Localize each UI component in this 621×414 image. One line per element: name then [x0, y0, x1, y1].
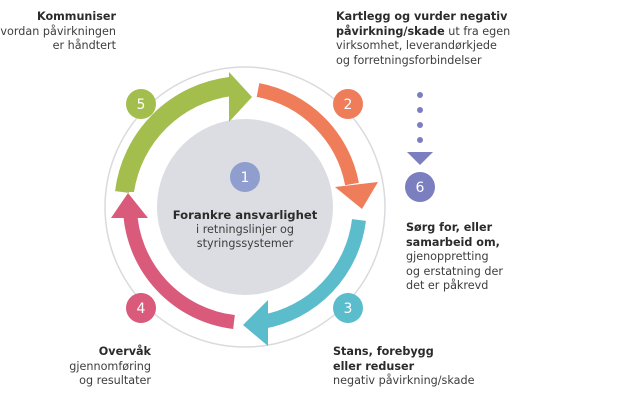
connector-dot	[417, 107, 423, 113]
step-3-title: Stans, forebygg	[333, 345, 434, 358]
step-3-label: Stans, forebygg eller reduser negativ på…	[333, 345, 474, 389]
step-5-title: Kommuniser	[36, 10, 116, 23]
arrow-step-5	[115, 72, 252, 193]
arrow-step-2	[256, 83, 378, 209]
step-3-title: eller reduser	[333, 359, 415, 373]
badge-number-6: 6	[416, 180, 425, 196]
arrow-step-3	[243, 219, 366, 346]
center-disc	[157, 119, 333, 295]
arrow-step-4	[111, 193, 235, 329]
step-4-text: og resultater	[79, 374, 151, 387]
step-2-text: virksomhet, leverandørkjede	[336, 39, 497, 52]
step-4-label: Overvåk gjennomføring og resultater	[69, 345, 151, 389]
step-4-title: Overvåk	[98, 345, 151, 358]
dotted-connector	[407, 92, 433, 165]
step-4-text: gjennomføring	[69, 359, 151, 373]
badge-number-4: 4	[137, 301, 146, 317]
badge-number-5: 5	[137, 97, 146, 113]
outer-ring	[104, 66, 386, 348]
step-5-text: hvordan påvirkningen	[0, 24, 116, 38]
step-6-text: gjenoppretting	[406, 250, 489, 263]
badge-number-3: 3	[344, 301, 353, 317]
connector-dot	[417, 92, 423, 98]
step-2-title: Kartlegg og vurder negativ	[336, 10, 508, 23]
badge-step-4: 4	[126, 293, 156, 323]
connector-arrowhead	[407, 152, 433, 165]
badge-number-2: 2	[344, 97, 353, 113]
badge-step-2: 2	[333, 89, 363, 119]
badge-step-3: 3	[333, 293, 363, 323]
center-line: styringssystemer	[196, 237, 294, 250]
step-6-label: Sørg for, eller samarbeid om, gjenoppret…	[406, 221, 503, 294]
badge-step-6: 6	[405, 172, 435, 202]
step-6-text: og erstatning der	[406, 264, 503, 278]
step-6-text: det er påkrevd	[406, 279, 489, 292]
connector-dot	[417, 137, 423, 143]
step-2-label: Kartlegg og vurder negativ påvirkning/sk…	[336, 10, 510, 68]
step-6-title: samarbeid om,	[406, 235, 500, 249]
badge-number-1: 1	[241, 170, 250, 186]
badge-step-1: 1	[230, 162, 260, 192]
center-line: i retningslinjer og	[196, 222, 294, 236]
connector-dot	[417, 122, 423, 128]
badge-step-5: 5	[126, 89, 156, 119]
step-6-title: Sørg for, eller	[406, 221, 493, 234]
center-label: Forankre ansvarlighet i retningslinjer o…	[160, 208, 330, 252]
step-2-title: påvirkning/skade	[336, 24, 445, 38]
step-5-text: er håndtert	[52, 39, 116, 52]
step-3-text: negativ påvirkning/skade	[333, 374, 475, 387]
step-2-text: ut fra egen	[444, 24, 511, 38]
step-5-label: Kommuniser hvordan påvirkningen er håndt…	[0, 10, 116, 54]
center-title: Forankre ansvarlighet	[172, 208, 318, 222]
step-2-text: og forretningsforbindelser	[336, 53, 482, 67]
